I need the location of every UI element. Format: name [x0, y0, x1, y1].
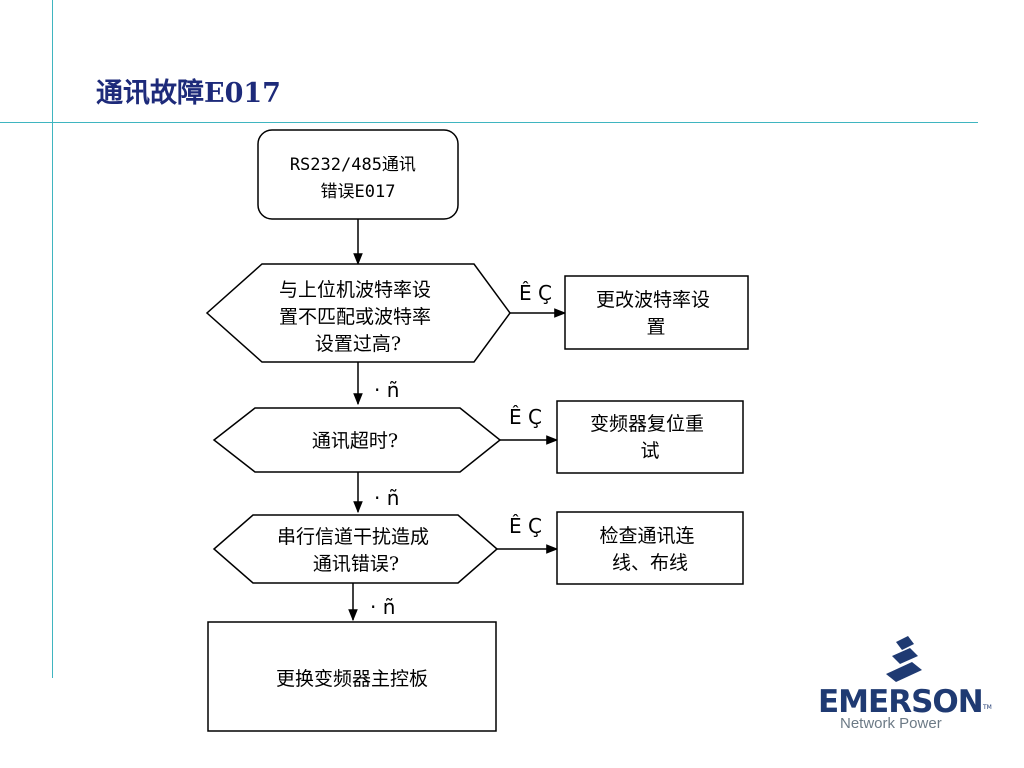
decision-node-timeout [212, 407, 502, 473]
action-node-change-baud [564, 275, 749, 350]
d3-yes-label: Ê Ç [509, 514, 542, 538]
logo-tagline: Network Power [840, 715, 942, 732]
emerson-logo: EMERSON TM Network Power [818, 636, 992, 736]
d2-yes-label: Ê Ç [509, 405, 542, 429]
action-node-check-wiring-label: 检查通讯连 线、布线 [599, 525, 700, 574]
decision-node-baud-rate-label: 与上位机波特率设 置不匹配或波特率 设置过高? [279, 279, 437, 355]
vertical-rule [52, 0, 53, 678]
emerson-mark-icon [886, 636, 922, 682]
action-node-reset [556, 400, 744, 474]
final-node-label: 更换变频器主控板 [276, 668, 428, 690]
start-node-label: RS232/485通讯 错误E017 [290, 155, 426, 202]
decision-node-timeout-label: 通讯超时? [312, 430, 398, 452]
action-node-check-wiring [556, 511, 744, 585]
page-title: 通讯故障E017 [96, 78, 281, 109]
action-node-reset-label: 变频器复位重 试 [590, 413, 710, 462]
decision-node-interference [212, 514, 499, 584]
decision-node-interference-label: 串行信道干扰造成 通讯错误? [277, 526, 435, 575]
logo-brand: EMERSON [818, 684, 984, 720]
action-node-change-baud-label: 更改波特率设 置 [596, 289, 716, 338]
decision-node-baud-rate [205, 263, 511, 363]
final-node [207, 621, 497, 732]
d1-no-label: · ñ [374, 378, 399, 402]
logo-trademark: TM [983, 704, 992, 711]
d2-no-label: · ñ [374, 486, 399, 510]
d1-yes-label: Ê Ç [519, 281, 552, 305]
horizontal-rule [0, 122, 978, 123]
d3-no-label: · ñ [370, 595, 395, 619]
